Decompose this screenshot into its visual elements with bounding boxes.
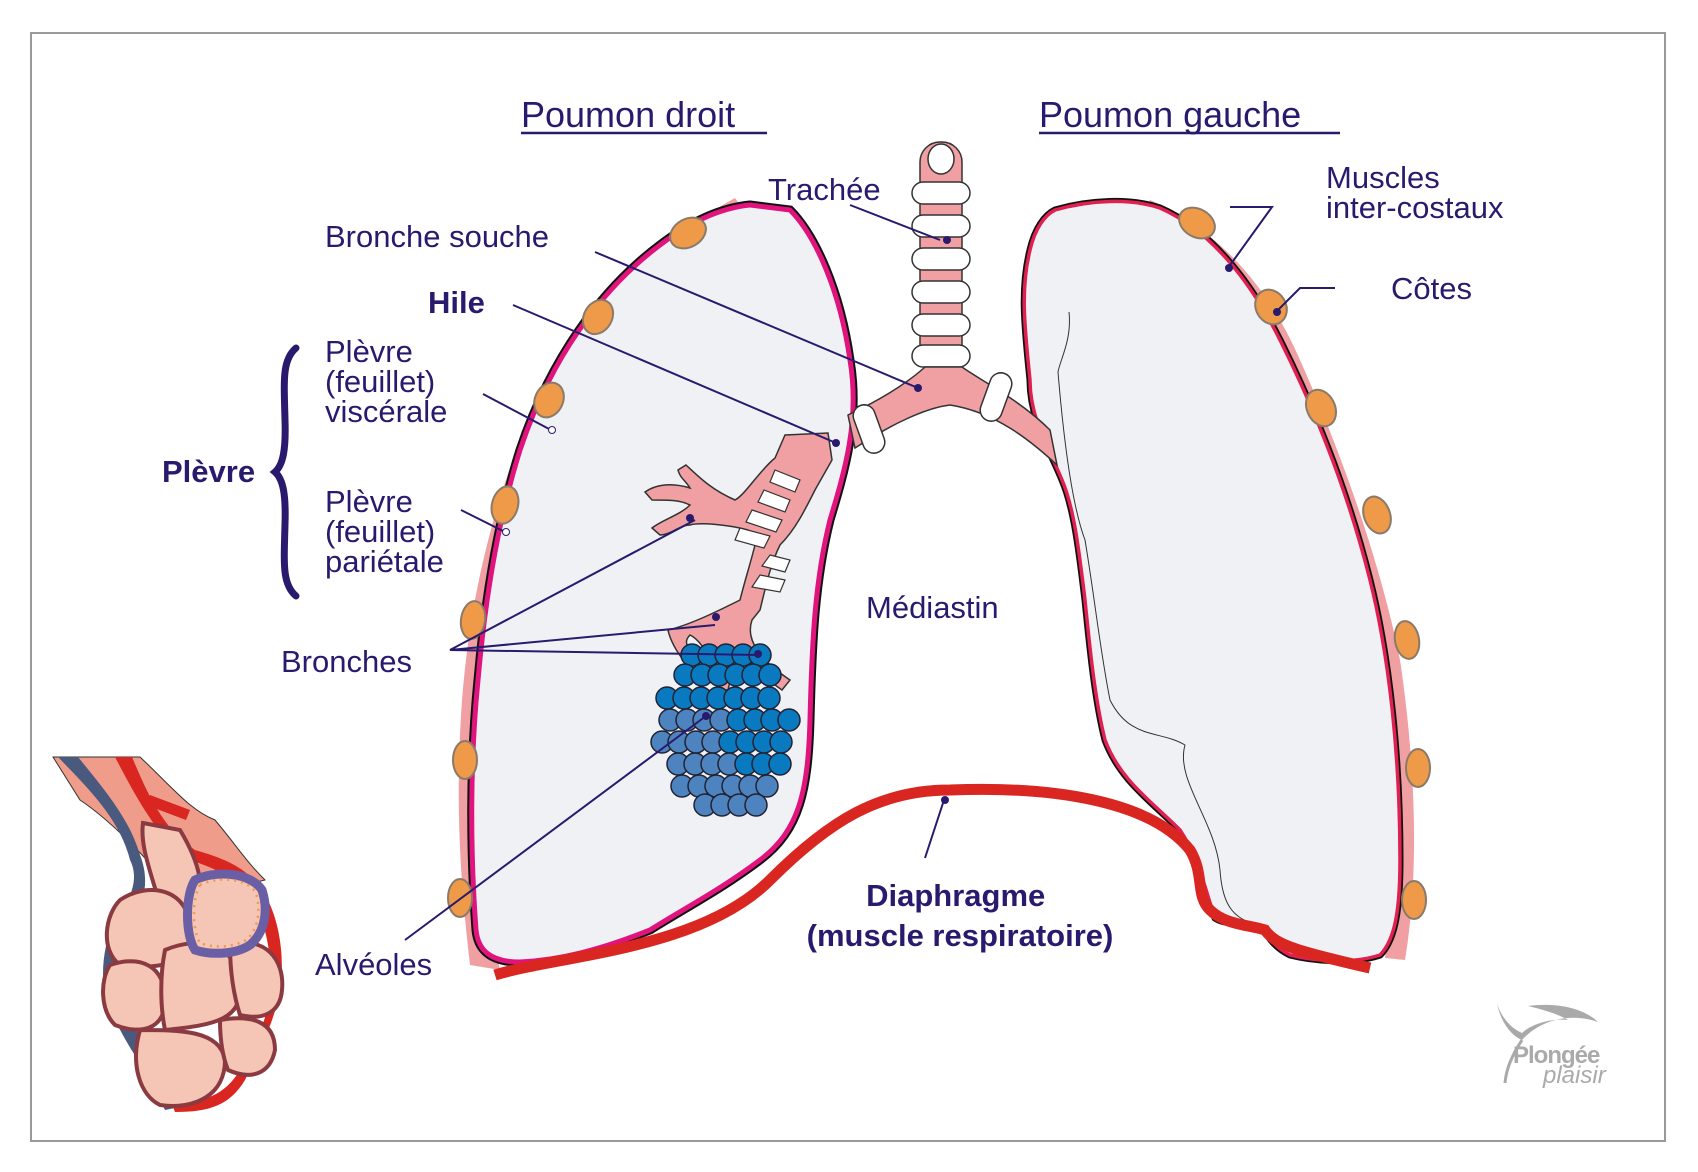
rib-icon <box>1393 620 1421 660</box>
alveolus <box>777 708 801 732</box>
heading-right-lung: Poumon droit <box>521 94 735 135</box>
trachea <box>847 141 1059 468</box>
label-mediastinum: Médiastin <box>866 590 999 625</box>
rib-icon <box>533 381 565 419</box>
label-intercostal-muscles: Muscles inter-costaux <box>1326 160 1504 225</box>
label-bronchi: Bronches <box>281 644 412 679</box>
diagram-frame <box>30 32 1666 1142</box>
cartilage-ring <box>911 247 971 271</box>
leader-main-bronchus <box>594 251 919 389</box>
leader-bronchi-2 <box>449 649 761 656</box>
rib-icon <box>1362 495 1392 535</box>
left-lung <box>1020 197 1431 965</box>
alveolus <box>758 663 782 687</box>
leader-trachea <box>849 204 941 241</box>
lung-fissure <box>1057 311 1261 926</box>
logo-swoosh-icon <box>1497 1003 1598 1040</box>
bronchus-ring <box>979 372 1013 422</box>
leader-alveoli <box>404 715 707 941</box>
heading-left-lung: Poumon gauche <box>1039 94 1301 135</box>
label-ribs: Côtes <box>1391 271 1472 306</box>
alveolus <box>755 774 779 798</box>
rib-icon <box>1401 880 1427 920</box>
rib-icon <box>1178 206 1216 240</box>
label-main-bronchus: Bronche souche <box>325 219 549 254</box>
label-hilum: Hile <box>428 285 485 320</box>
alveolus <box>768 752 792 776</box>
label-alveoli: Alvéoles <box>315 947 432 982</box>
diaphragm <box>493 783 1372 981</box>
bronchial-tree <box>643 432 833 817</box>
bronchus-ring <box>852 404 886 454</box>
alveolus <box>744 793 768 817</box>
alveolus-inset <box>52 756 285 1112</box>
alveolus <box>769 730 793 754</box>
label-diaphragm: Diaphragme (muscle respiratoire) <box>807 878 1114 953</box>
leader-hilum <box>512 304 837 444</box>
rib-icon <box>1304 388 1338 428</box>
brand-logo: Plongée plaisir <box>1497 1003 1607 1089</box>
pleura-brace <box>269 344 300 600</box>
rib-icon <box>581 298 615 336</box>
logo-fin-icon <box>1503 1039 1524 1084</box>
cartilage-ring <box>911 344 971 368</box>
label-parietal-pleura: Plèvre (feuillet) pariétale <box>325 484 444 579</box>
leader-visceral-pleura <box>482 393 552 431</box>
leader-lines <box>404 204 1335 941</box>
rib-icon <box>490 485 520 525</box>
labels: Poumon droit Poumon gauche Trachée Bronc… <box>162 94 1504 982</box>
leader-parietal-pleura <box>460 509 506 533</box>
cartilage-ring <box>911 313 971 337</box>
rib-icon <box>1254 288 1288 326</box>
cartilage-ring <box>911 280 971 304</box>
inset-alveoli <box>101 820 285 1108</box>
cartilage-ring <box>911 181 971 205</box>
leader-ribs <box>1275 287 1335 313</box>
inset-capillary-ring <box>183 869 270 958</box>
logo-text-script: plaisir <box>1542 1062 1607 1089</box>
rib-icon <box>1405 748 1431 788</box>
leader-diaphragm <box>924 799 945 859</box>
rib-icon <box>669 216 707 250</box>
rib-icon <box>452 740 478 780</box>
leader-intercostal <box>1227 206 1274 269</box>
alveoli-cluster <box>650 643 801 817</box>
bronchus-cartilage <box>734 469 801 593</box>
label-pleura: Plèvre <box>162 454 255 489</box>
label-visceral-pleura: Plèvre (feuillet) viscérale <box>325 334 447 429</box>
logo-text-main: Plongée <box>1513 1042 1600 1069</box>
cartilage-ring <box>911 214 971 238</box>
label-trachea: Trachée <box>768 172 881 207</box>
trachea-opening <box>927 143 955 175</box>
alveolus <box>757 686 781 710</box>
